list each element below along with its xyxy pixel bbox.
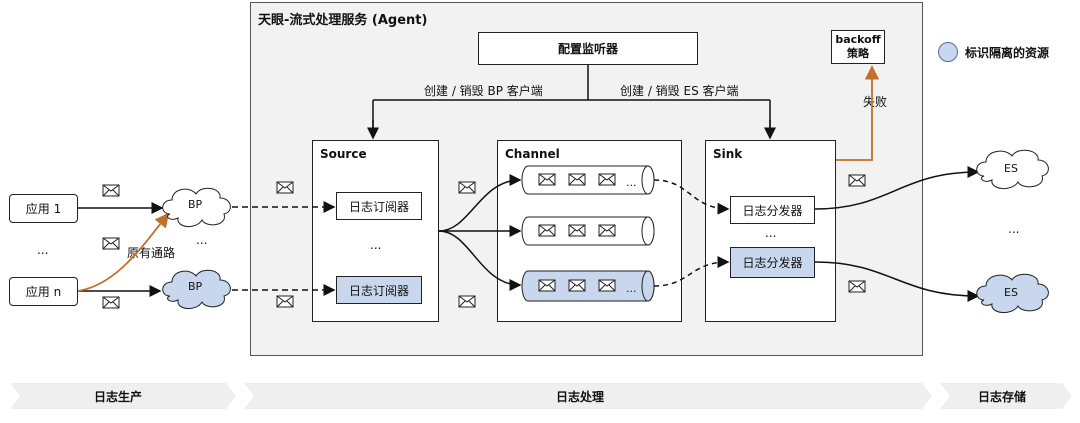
channel-pipe-isolated (521, 270, 655, 302)
app-n-box: 应用 n (9, 277, 78, 306)
log-subscriber-1: 日志订阅器 (336, 192, 422, 220)
es-ellipsis: ... (1008, 222, 1020, 236)
config-monitor-box: 配置监听器 (478, 32, 698, 65)
fail-arrow (836, 65, 880, 161)
create-es-label: 创建 / 销毁 ES 客户端 (620, 84, 739, 98)
bp-label-isolated: BP (188, 280, 203, 293)
backoff-strategy-box: backoff 策略 (831, 30, 885, 64)
source-title: Source (320, 147, 367, 161)
app-1-box: 应用 1 (9, 194, 78, 223)
svg-text:...: ... (626, 282, 637, 295)
original-path-arrow (77, 212, 170, 292)
bp-label-1: BP (188, 198, 203, 211)
log-dispatcher-isolated: 日志分发器 (730, 247, 815, 278)
channel-pipe-1 (521, 165, 655, 195)
es-label-1: ES (1004, 162, 1018, 175)
create-bp-label: 创建 / 销毁 BP 客户端 (424, 84, 543, 98)
log-subscriber-isolated: 日志订阅器 (336, 276, 422, 304)
svg-text:...: ... (626, 176, 637, 189)
backoff-line2: 策略 (847, 47, 869, 60)
source-ellipsis: ... (370, 238, 382, 252)
footer-store: 日志存储 (978, 390, 1027, 404)
sink-ellipsis: ... (765, 226, 777, 240)
legend-label: 标识隔离的资源 (965, 46, 1050, 60)
sink-box (705, 140, 836, 322)
agent-title: 天眼-流式处理服务 (Agent) (258, 13, 428, 28)
legend-isolated-circle (938, 42, 958, 62)
log-dispatcher-1: 日志分发器 (730, 196, 815, 224)
bp-ellipsis: ... (196, 233, 208, 247)
config-lines (372, 65, 771, 137)
channel-pipe-2 (521, 216, 655, 246)
backoff-line1: backoff (835, 33, 881, 46)
footer-process: 日志处理 (556, 390, 605, 404)
es-cloud-1 (976, 149, 1049, 189)
apps-ellipsis: ... (37, 243, 49, 257)
bp-cloud-1 (162, 187, 231, 227)
fail-label: 失败 (863, 95, 888, 109)
bp-cloud-isolated (162, 269, 231, 309)
footer-produce: 日志生产 (94, 390, 143, 404)
channel-title: Channel (505, 147, 560, 161)
sink-title: Sink (713, 147, 743, 161)
es-cloud-isolated (976, 273, 1049, 313)
es-label-isolated: ES (1004, 286, 1018, 299)
